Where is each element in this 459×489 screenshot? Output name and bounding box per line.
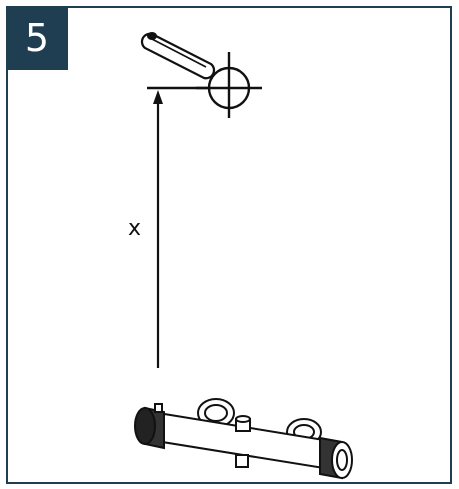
thermostatic-mixer-bar-icon	[134, 398, 353, 480]
step-number-badge: 5	[6, 6, 68, 70]
shower-wall-bracket-icon	[140, 32, 216, 80]
dimension-arrow	[153, 90, 163, 368]
dimension-label-x: x	[128, 216, 142, 241]
